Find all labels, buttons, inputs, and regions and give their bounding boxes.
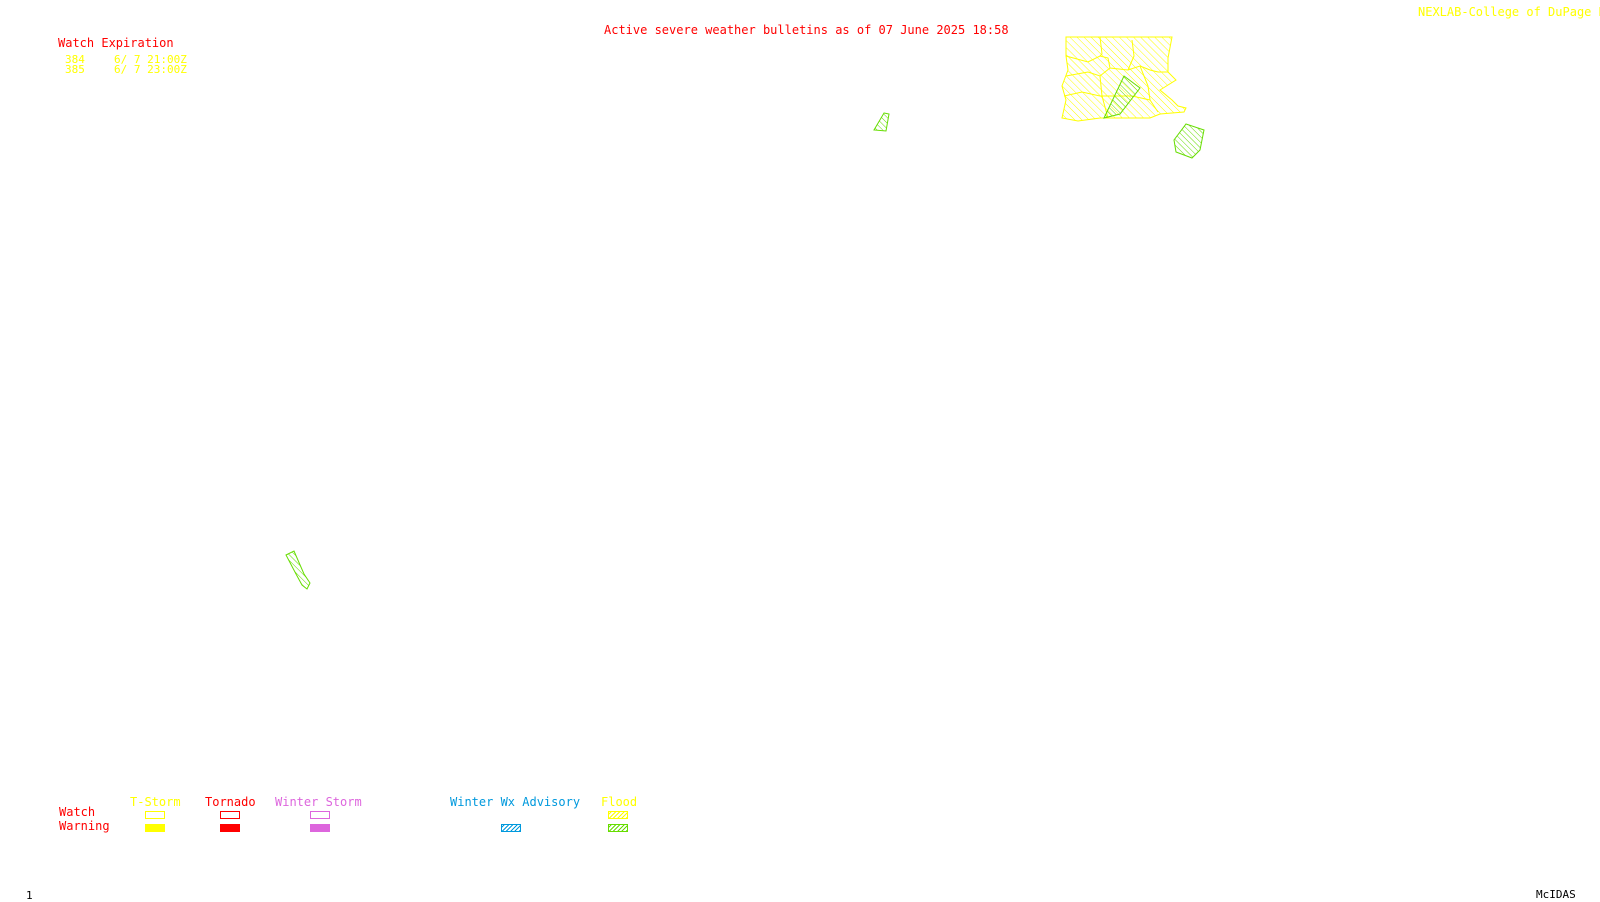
software-label: McIDAS [1536,888,1576,901]
legend-row-watch-label: Watch [59,805,96,819]
legend-label-winter-storm: Winter Storm [275,795,362,809]
watch-number: 384 [65,53,85,66]
winter-wx-advisory-swatch [501,824,521,832]
legend-label-winter-wx-advisory: Winter Wx Advisory [450,795,581,809]
legend-label-tornado: Tornado [205,795,256,809]
flood-watch-swatch [608,811,628,819]
tornado-watch-swatch [220,811,240,819]
flood-warning-swatch [608,824,628,832]
legend-label-tstorm: T-Storm [130,795,181,809]
flood-warning-polygons [285,75,1205,590]
frame-number: 1 [26,889,33,902]
flood-warning-polygon [1173,123,1205,159]
legend-row-warning-label: Warning [59,819,110,833]
flood-warning-polygon [873,112,890,132]
page-title: Active severe weather bulletins as of 07… [604,23,1009,37]
tstorm-warning-swatch [145,824,165,832]
tornado-warning-swatch [220,824,240,832]
watch-expiry-time: 6/ 7 21:00Z [114,53,187,66]
winter-storm-watch-swatch [310,811,330,819]
watch-number: 385 [65,63,85,76]
credit-text: NEXLAB-College of DuPage R [1418,5,1600,19]
winter-storm-warning-swatch [310,824,330,832]
legend-label-flood: Flood [601,795,638,809]
flood-warning-polygon [1103,75,1141,119]
watch-expiration-heading: Watch Expiration [58,36,174,50]
watch-expiry-time: 6/ 7 23:00Z [114,63,187,76]
tstorm-watch-swatch [145,811,165,819]
flood-warning-polygon [285,550,311,590]
